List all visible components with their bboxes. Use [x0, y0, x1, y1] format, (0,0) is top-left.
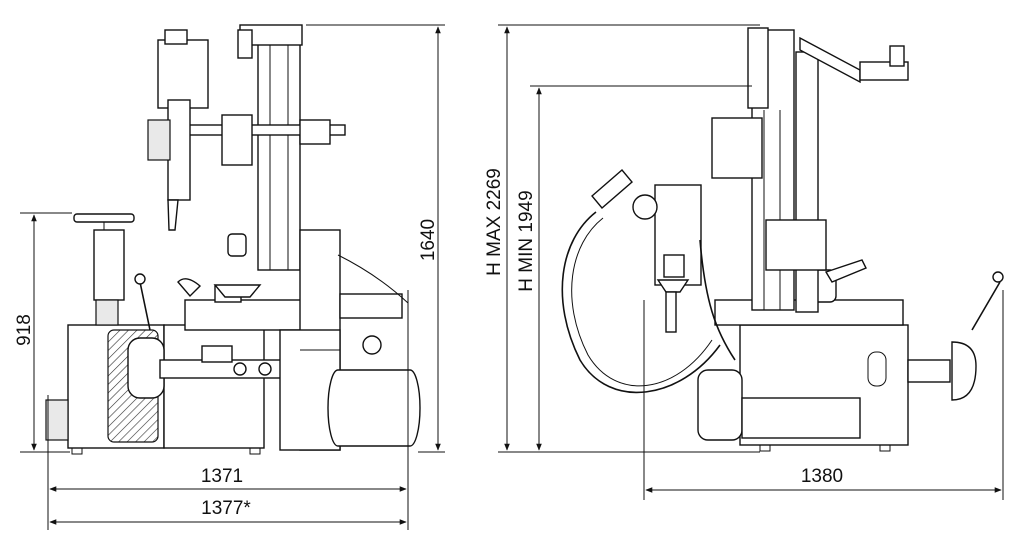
dim-1377-label: 1377* [201, 498, 251, 519]
dim-1371-label: 1371 [201, 466, 243, 487]
dim-1640-label: 1640 [418, 219, 439, 261]
dim-1380-label: 1380 [801, 466, 843, 487]
right-view-machine [561, 27, 1004, 452]
dim-h-max-label: H MAX 2269 [484, 168, 505, 276]
left-view-machine [45, 24, 421, 455]
dim-918-label: 918 [14, 314, 35, 346]
right-view-dimensions [498, 24, 1004, 500]
dim-h-min-label: H MIN 1949 [516, 190, 537, 291]
left-view-dimensions [20, 24, 445, 530]
